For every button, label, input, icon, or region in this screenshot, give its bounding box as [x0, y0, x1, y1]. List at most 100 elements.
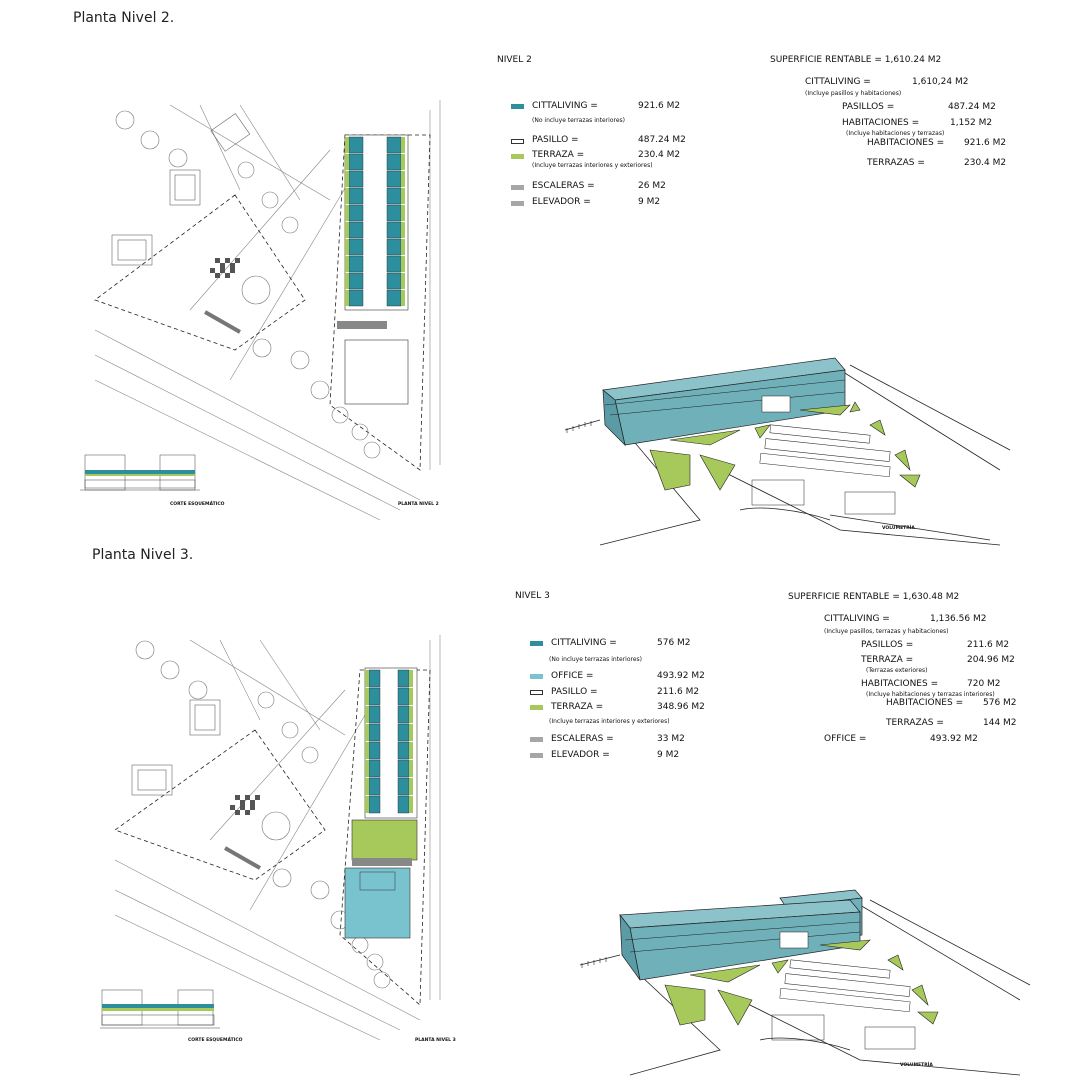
legend-label: OFFICE = [551, 671, 594, 681]
unit-terrace [401, 205, 405, 221]
summary-value: 1,610,24 M2 [912, 77, 969, 87]
unit-terrace [409, 670, 413, 687]
unit-terrace [345, 239, 349, 255]
unit-terrace [365, 688, 369, 705]
unit-terrace [409, 778, 413, 795]
unit-terrace [345, 188, 349, 204]
volume-caption-nivel3: VOLUMETRÍA [900, 1063, 933, 1068]
summary-label: HABITACIONES = [842, 118, 920, 128]
summary-label: CITTALIVING = [805, 77, 871, 87]
unit-terrace [345, 256, 349, 272]
unit-terrace [365, 796, 369, 813]
legend-value: 230.4 M2 [638, 150, 681, 160]
swatch-escaleras [511, 185, 524, 190]
legend-value: 211.6 M2 [657, 687, 700, 697]
unit-terrace [401, 188, 405, 204]
plan-caption-nivel2: PLANTA NIVEL 2 [398, 502, 439, 507]
summary-value: 720 M2 [967, 679, 1001, 689]
legend-label: PASILLO = [551, 687, 598, 697]
unit-terrace [409, 706, 413, 723]
summary-value: 211.6 M2 [967, 640, 1010, 650]
legend-value: 9 M2 [657, 750, 680, 760]
legend-value: 348.96 M2 [657, 702, 705, 712]
swatch-pasillo [511, 139, 524, 144]
legend-label: ESCALERAS = [551, 734, 614, 744]
unit-terrace [345, 154, 349, 170]
section-caption-nivel2: CORTE ESQUEMÁTICO [170, 502, 225, 507]
legend-value: 487.24 M2 [638, 135, 686, 145]
unit-terrace [409, 688, 413, 705]
unit-terrace [409, 796, 413, 813]
summary-note: (Incluye pasillos, terrazas y habitacion… [824, 628, 949, 635]
summary-title-nivel2: SUPERFICIE RENTABLE = 1,610.24 M2 [770, 55, 942, 65]
volume-caption-nivel2: VOLUMETRÍA [882, 526, 915, 531]
legend-title-nivel2: NIVEL 2 [497, 55, 532, 65]
swatch-pasillo [530, 690, 543, 695]
summary-label: PASILLOS = [861, 640, 914, 650]
summary-label: OFFICE = [824, 734, 867, 744]
sheet-title-nivel3: Planta Nivel 3. [92, 547, 194, 563]
summary-label: PASILLOS = [842, 102, 895, 112]
summary-title-nivel3: SUPERFICIE RENTABLE = 1,630.48 M2 [788, 592, 960, 602]
summary-value: 1,152 M2 [950, 118, 993, 128]
sheet-title-nivel2: Planta Nivel 2. [73, 10, 175, 26]
unit-terrace [401, 273, 405, 289]
unit-terrace [365, 760, 369, 777]
summary-note: (Incluye habitaciones y terrazas interio… [866, 691, 995, 698]
unit-terrace [345, 273, 349, 289]
legend-label: TERRAZA = [532, 150, 585, 160]
legend-value: 33 M2 [657, 734, 685, 744]
unit-terrace [401, 239, 405, 255]
unit-terrace [345, 171, 349, 187]
unit-terrace [401, 137, 405, 153]
unit-terrace [365, 724, 369, 741]
unit-terrace [345, 222, 349, 238]
unit-terrace [345, 290, 349, 306]
swatch-cittaliving [530, 641, 543, 646]
legend-label: ELEVADOR = [532, 197, 591, 207]
unit-terrace [365, 778, 369, 795]
unit-terrace [409, 742, 413, 759]
legend-label: ESCALERAS = [532, 181, 595, 191]
summary-label: HABITACIONES = [886, 698, 964, 708]
legend-label: PASILLO = [532, 135, 579, 145]
unit-terrace [409, 760, 413, 777]
swatch-terraza [530, 705, 543, 710]
legend-note: (No incluye terrazas interiores) [532, 117, 626, 124]
summary-value: 487.24 M2 [948, 102, 996, 112]
swatch-elevador [530, 753, 543, 758]
summary-value: 230.4 M2 [964, 158, 1007, 168]
summary-label: HABITACIONES = [867, 138, 945, 148]
legend-value: 493.92 M2 [657, 671, 705, 681]
legend-label: TERRAZA = [551, 702, 604, 712]
swatch-office [530, 674, 543, 679]
section-caption-nivel3: CORTE ESQUEMÁTICO [188, 1038, 243, 1043]
unit-terrace [365, 706, 369, 723]
summary-value: 493.92 M2 [930, 734, 978, 744]
legend-label: ELEVADOR = [551, 750, 610, 760]
summary-value: 921.6 M2 [964, 138, 1007, 148]
legend-note: (Incluye terrazas interiores y exteriore… [532, 162, 653, 169]
unit-terrace [401, 290, 405, 306]
legend-value: 576 M2 [657, 638, 691, 648]
summary-label: TERRAZAS = [867, 158, 925, 168]
summary-value: 576 M2 [983, 698, 1017, 708]
unit-terrace [401, 154, 405, 170]
summary-note: (Incluye pasillos y habitaciones) [805, 90, 902, 97]
legend-label: CITTALIVING = [551, 638, 617, 648]
legend-value: 9 M2 [638, 197, 661, 207]
unit-terrace [409, 724, 413, 741]
unit-terrace [365, 742, 369, 759]
swatch-elevador [511, 201, 524, 206]
legend-note: (Incluye terrazas interiores y exteriore… [549, 718, 670, 725]
legend-title-nivel3: NIVEL 3 [515, 591, 550, 601]
swatch-terraza [511, 154, 524, 159]
swatch-escaleras [530, 737, 543, 742]
summary-value: 1,136.56 M2 [930, 614, 987, 624]
legend-value: 26 M2 [638, 181, 666, 191]
summary-label: CITTALIVING = [824, 614, 890, 624]
